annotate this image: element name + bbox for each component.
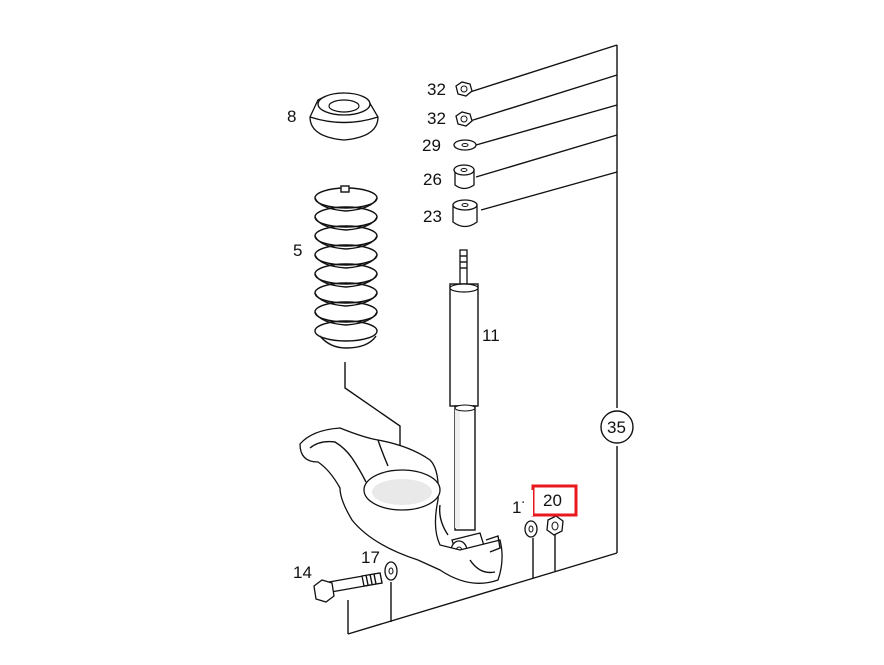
callout-17-left: 17 xyxy=(361,548,380,567)
spring-pad-part xyxy=(309,92,379,141)
bottom-right-hardware xyxy=(524,515,564,538)
callout-11: 11 xyxy=(482,326,500,345)
shock-absorber-part xyxy=(449,249,487,562)
bolt-and-washer xyxy=(313,561,398,603)
callout-26: 26 xyxy=(423,170,442,189)
callout-35: 35 xyxy=(607,418,626,437)
callout-20: 20 xyxy=(543,491,562,510)
callout-23: 23 xyxy=(423,207,442,226)
callout-8: 8 xyxy=(287,107,296,126)
callout-29: 29 xyxy=(422,136,441,155)
callout-35-circle xyxy=(600,410,634,444)
coil-spring-part xyxy=(314,185,378,349)
callout-14: 14 xyxy=(293,563,312,582)
callout-5: 5 xyxy=(293,241,302,260)
callout-labels: 8 5 32 32 29 26 23 11 35 17 20 14 17 xyxy=(287,80,626,582)
control-arm-part xyxy=(299,427,503,584)
top-mount-parts xyxy=(452,81,478,228)
callout-32-second: 32 xyxy=(427,109,446,128)
callout-32-top: 32 xyxy=(427,80,446,99)
